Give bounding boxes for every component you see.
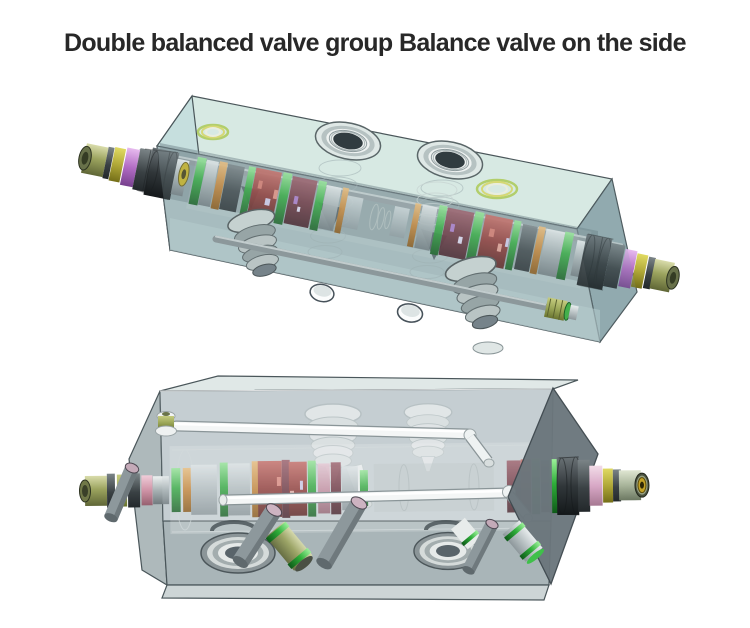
bottom-block-base-face [161,584,550,601]
spring-ghost-left [196,123,230,141]
bottom-block-glass [160,389,553,521]
caption-balance-valve-on-side: Balance valve on the side [399,29,687,57]
angled-cartridge-1 [265,521,313,572]
tube-fitting-left [155,411,177,437]
cartridge-end-cap-right [570,233,680,293]
bottom-bore-opening [472,341,504,355]
caption-double-balanced-valve-group: Double balanced valve group [64,29,393,57]
cartridge-end-cap-left [78,143,190,201]
threaded-port-1 [314,121,382,161]
tie-rod-front [212,235,579,321]
figure-balance-valve-on-side [78,375,650,601]
block-edge-highlight [159,388,554,392]
dowel-pin-0 [104,462,140,523]
cartridge-end-cap-left [78,473,170,508]
cartridge-internals [186,151,592,289]
cartridge-end-cap-right [551,456,650,516]
drain-hole-1 [309,283,335,303]
dowel-pin-1 [232,503,283,568]
tube-elbow-right [463,428,495,468]
dowel-pin-2 [316,496,368,570]
figure-double-balanced-valve-group [78,94,680,355]
top-block-glass-right [577,179,637,342]
rod-end-fitting [544,297,579,321]
threaded-port-2 [416,140,484,180]
dowel-pin-3 [462,518,499,575]
balanced-valve-cartridge-pair [78,143,680,293]
gauge-tube-upper [155,411,495,468]
drain-hole-2 [396,303,424,323]
angled-cartridge-2 [502,520,545,564]
spring-ghost-right [475,178,519,200]
